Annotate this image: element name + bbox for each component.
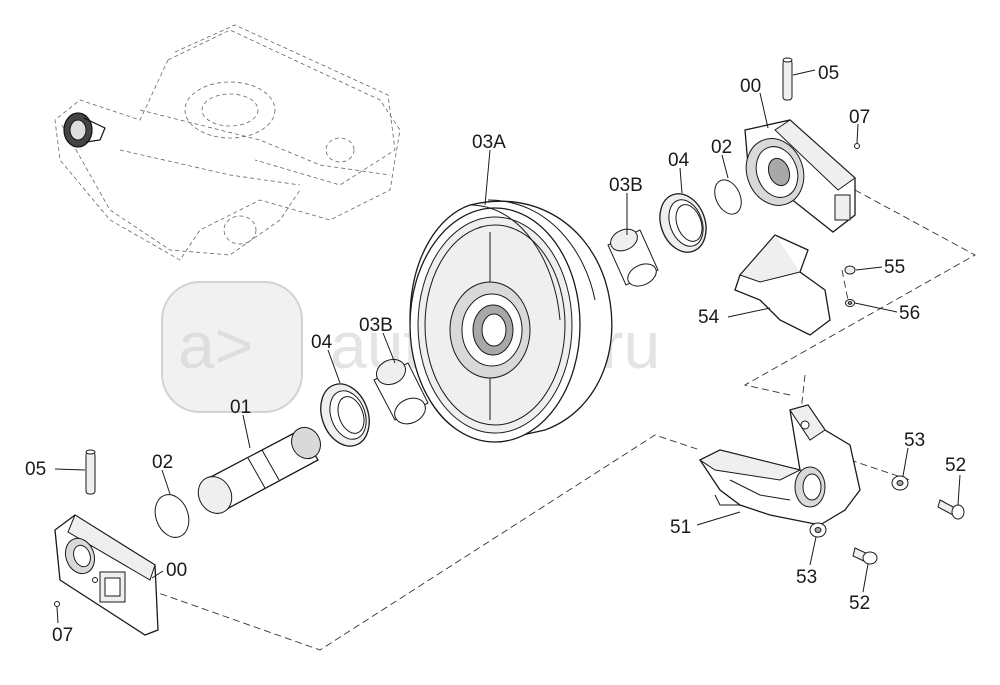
- label-00-top: 00: [740, 76, 761, 97]
- label-02-top: 02: [711, 137, 732, 158]
- part-bushing-03B-mid: [373, 358, 429, 425]
- part-bolt-55: [844, 265, 856, 275]
- part-guard-plate-54: [734, 234, 831, 336]
- part-washer-53-bottom: [809, 522, 827, 538]
- label-02-left: 02: [152, 452, 173, 473]
- label-01: 01: [230, 397, 251, 418]
- label-55: 55: [884, 257, 905, 278]
- label-03B-top: 03B: [609, 175, 643, 196]
- label-05-top: 05: [818, 63, 839, 84]
- label-03A: 03A: [472, 132, 506, 153]
- label-56: 56: [899, 303, 920, 324]
- part-mounting-block-51: [699, 404, 861, 526]
- part-washer-56: [845, 299, 855, 307]
- part-seal-04-mid: [320, 383, 370, 447]
- label-54: 54: [698, 307, 720, 328]
- part-seal-04-top: [659, 193, 707, 253]
- part-labels: 00 05 07 02 04 03B 03A 03B 04 01 02 05 0…: [25, 63, 966, 646]
- part-bushing-03B-top: [607, 228, 659, 287]
- part-idler-wheel-03A: [409, 199, 613, 443]
- label-52-bottom: 52: [849, 593, 870, 614]
- part-bolt-52-top: [937, 499, 965, 520]
- watermark-brand: a>: [178, 308, 253, 382]
- label-04-top: 04: [668, 150, 690, 171]
- label-07-top: 07: [849, 107, 870, 128]
- watermark-badge: [161, 281, 303, 413]
- thumbnail-idler-highlight: [63, 112, 106, 148]
- part-shaft-01: [197, 426, 321, 514]
- label-51: 51: [670, 517, 691, 538]
- part-bracket-00-left: [54, 514, 159, 636]
- label-00-left: 00: [166, 560, 187, 581]
- part-pin-05-left: [85, 449, 96, 495]
- label-53-top: 53: [904, 430, 925, 451]
- leader-lines: [54, 69, 961, 624]
- label-03B-mid: 03B: [359, 315, 393, 336]
- label-04-mid: 04: [311, 332, 333, 353]
- part-bracket-00-top: [744, 119, 856, 233]
- part-pin-05-top: [782, 57, 793, 101]
- part-washer-53-top: [891, 475, 909, 491]
- part-plug-07-left: [54, 601, 60, 607]
- label-07-left: 07: [52, 625, 73, 646]
- undercarriage-thumbnail: [54, 24, 401, 261]
- part-bolt-52-bottom: [852, 547, 878, 565]
- part-oring-02-left: [154, 494, 190, 538]
- label-52-top: 52: [945, 455, 966, 476]
- label-05-left: 05: [25, 459, 46, 480]
- part-oring-02-top: [714, 179, 742, 215]
- part-plug-07-top: [854, 143, 860, 149]
- label-53-bottom: 53: [796, 567, 817, 588]
